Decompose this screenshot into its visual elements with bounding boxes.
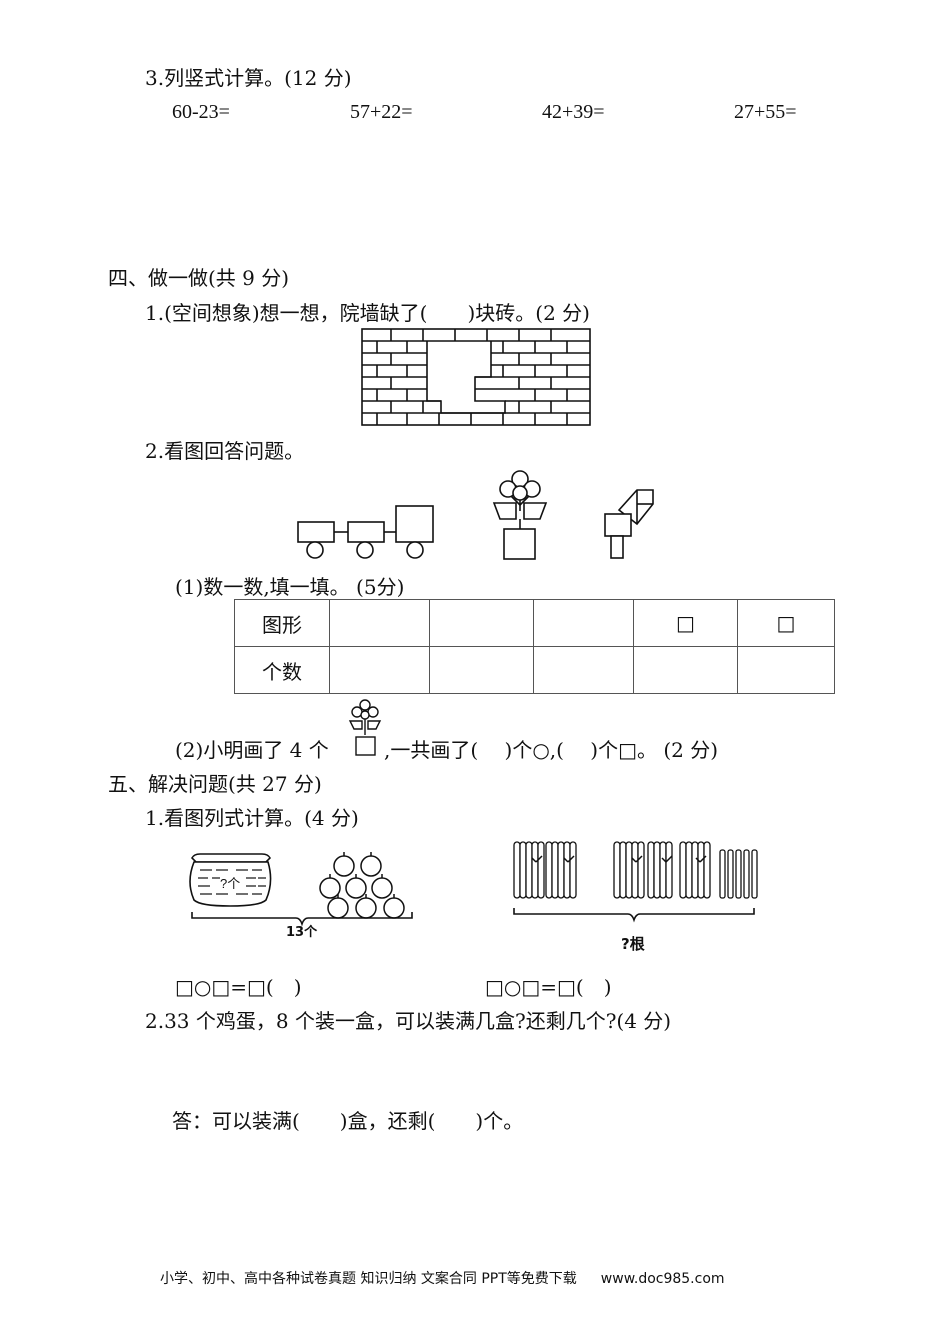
sec4-sub1: (1)数一数,填一填。 (5分) xyxy=(175,575,405,599)
count-cell[interactable] xyxy=(633,646,738,694)
count-cell[interactable] xyxy=(329,646,430,694)
section5-heading: 五、解决问题(共 27 分) xyxy=(108,772,322,796)
expr-1: 60-23= xyxy=(172,101,230,123)
basket-apples-figure: ?个 xyxy=(189,852,413,927)
table-row-shapes: 图形 □ □ xyxy=(234,599,835,647)
cell-rectangle-shape: □ xyxy=(737,599,835,647)
cell-triangle-shape xyxy=(429,599,534,647)
section4-heading: 四、做一做(共 9 分) xyxy=(108,266,290,290)
sec4-q2: 2.看图回答问题。 xyxy=(145,439,305,463)
small-flower-pot-icon xyxy=(348,699,382,756)
answer-line: 答：可以装满( )盒，还剩( )个。 xyxy=(172,1109,524,1133)
expr-2: 57+22= xyxy=(350,101,413,123)
row-label-shape: 图形 xyxy=(234,599,330,647)
sec4-sub2-a: (2)小明画了 4 个 xyxy=(175,738,329,762)
footer: 小学、初中、高中各种试卷真题 知识归纳 文案合同 PPT等免费下载 www.doc… xyxy=(160,1268,725,1288)
train-figure xyxy=(297,505,434,559)
right-total-label: ?根 xyxy=(621,935,645,953)
formula-left: □○□=□( ) xyxy=(175,975,302,999)
expr-3: 42+39= xyxy=(542,101,605,123)
sec4-sub2-b: ,一共画了( )个○,( )个□。 (2 分) xyxy=(384,738,719,762)
left-total-label: 13个 xyxy=(286,925,318,940)
q3-title: 3.列竖式计算。(12 分) xyxy=(145,66,352,90)
footer-text: 小学、初中、高中各种试卷真题 知识归纳 文案合同 PPT等免费下载 xyxy=(160,1271,577,1287)
brick-wall-figure xyxy=(361,328,591,426)
row-label-count: 个数 xyxy=(234,646,330,694)
cell-train-shape xyxy=(329,599,430,647)
count-table: 图形 □ □ 个数 xyxy=(234,599,835,694)
count-cell[interactable] xyxy=(533,646,634,694)
cell-square-shape: □ xyxy=(633,599,738,647)
arrow-tree-figure xyxy=(604,489,654,559)
count-cell[interactable] xyxy=(429,646,534,694)
cell-circle-shape xyxy=(533,599,634,647)
flower-pot-figure xyxy=(492,470,548,560)
sec5-q1: 1.看图列式计算。(4 分) xyxy=(145,806,359,830)
count-cell[interactable] xyxy=(737,646,835,694)
table-row-counts: 个数 xyxy=(234,646,835,694)
footer-site-link[interactable]: www.doc985.com xyxy=(600,1271,725,1287)
sticks-figure xyxy=(513,841,758,923)
basket-label: ?个 xyxy=(220,876,240,891)
sec4-q1: 1.(空间想象)想一想，院墙缺了( )块砖。(2 分) xyxy=(145,301,590,325)
sec5-q2: 2.33 个鸡蛋，8 个装一盒，可以装满几盒?还剩几个?(4 分) xyxy=(145,1009,672,1033)
expr-4: 27+55= xyxy=(734,101,797,123)
formula-right: □○□=□( ) xyxy=(485,975,612,999)
